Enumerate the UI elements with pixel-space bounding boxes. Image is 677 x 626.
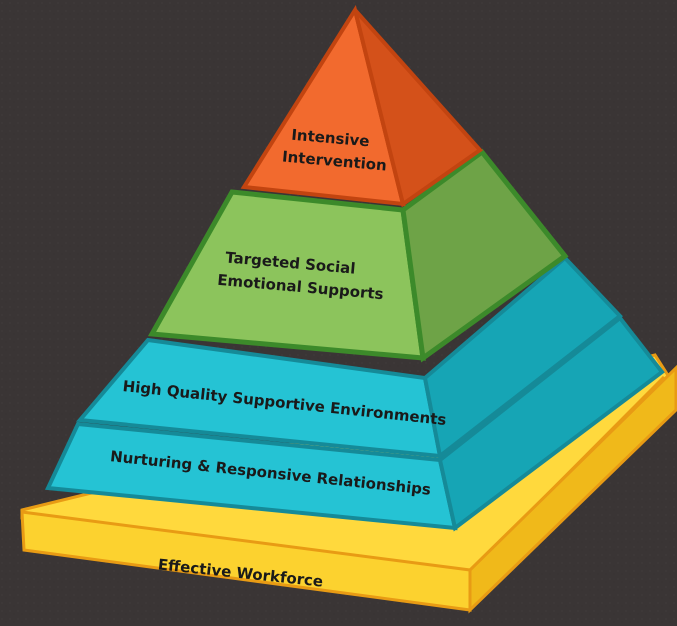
lower-teal-side-face: [437, 315, 665, 532]
tier-intensive-intervention: Intensive Intervention: [240, 4, 483, 208]
green-side-face: [400, 148, 569, 363]
orange-side-face: [353, 8, 483, 208]
tier-targeted-supports: Targeted Social Emotional Supports: [147, 148, 569, 363]
upper-teal-side-face: [422, 255, 623, 460]
foundation-side-face: [468, 364, 677, 614]
tier-nurturing-relationships: Nurturing & Responsive Relationships: [44, 315, 665, 532]
tier-supportive-environments: High Quality Supportive Environments: [76, 255, 623, 460]
